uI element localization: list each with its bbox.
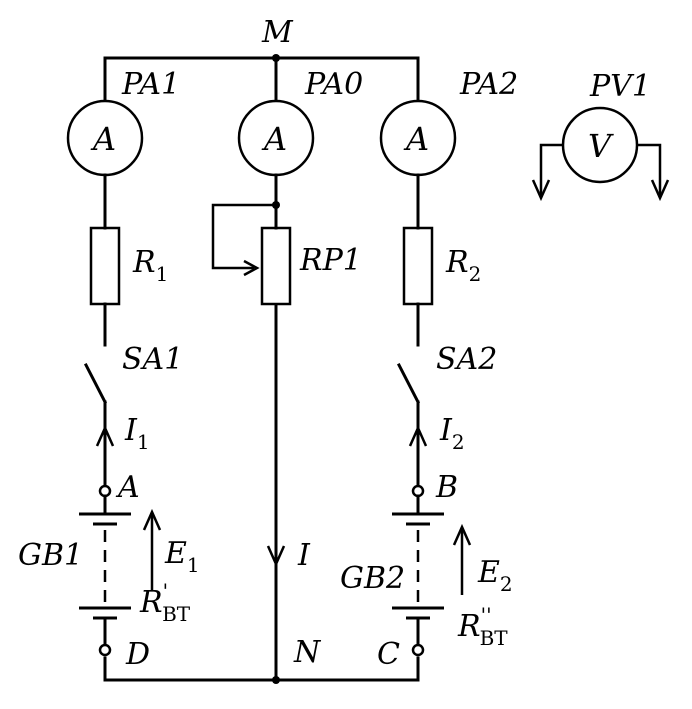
arrow-i1 (95, 424, 115, 447)
top-bus (103, 54, 420, 102)
ammeter-pa1-label: PA1 (121, 67, 180, 102)
emf-e2-label: E2 (477, 555, 513, 596)
rint-1-label: R'ВТ (139, 579, 191, 626)
ammeter-pa0: A (237, 99, 315, 177)
resistor-r1 (89, 226, 121, 306)
node-c-label: C (377, 637, 400, 672)
rheostat-rp1 (260, 226, 292, 306)
switch-sa2-label: SA2 (436, 342, 497, 377)
ammeter-pa1-symbol: A (90, 120, 116, 158)
ammeter-pa0-label: PA0 (304, 67, 363, 102)
switch-sa1-label: SA1 (122, 342, 183, 377)
battery-gb1-label: GB1 (18, 538, 83, 573)
current-i1-label: I1 (124, 413, 150, 454)
voltmeter-pv1-symbol: V (588, 127, 614, 165)
rint-2-label: R''ВТ (457, 603, 508, 650)
arrow-i2 (408, 424, 428, 447)
voltmeter-lead-right (637, 143, 662, 196)
current-i-label: I (297, 538, 311, 573)
resistor-r2-label: R2 (445, 245, 481, 286)
current-i2-label: I2 (439, 413, 465, 454)
node-a-label: A (115, 470, 140, 505)
emf-e1-label: E1 (164, 536, 200, 577)
terminal-d (98, 643, 112, 657)
rheostat-rp1-label: RP1 (299, 243, 362, 278)
rheostat-wiper (211, 203, 276, 270)
voltmeter-lead-left (539, 143, 563, 196)
arrow-i (266, 545, 286, 568)
node-d-label: D (125, 637, 150, 672)
bottom-bus (103, 303, 420, 684)
node-b-label: B (435, 470, 458, 505)
voltmeter-pv1: V (531, 106, 670, 202)
ammeter-pa2: A (379, 99, 457, 177)
ammeter-pa0-symbol: A (261, 120, 287, 158)
switch-sa2 (396, 362, 421, 405)
battery-gb2-label: GB2 (340, 561, 405, 596)
voltmeter-pv1-label: PV1 (589, 69, 651, 104)
switch-sa1 (83, 362, 108, 405)
resistor-r1-label: R1 (132, 245, 168, 286)
terminal-c (411, 643, 425, 657)
node-m-label: M (261, 15, 294, 50)
ammeter-pa1: A (66, 99, 144, 177)
ammeter-pa2-symbol: A (403, 120, 429, 158)
ammeter-pa2-label: PA2 (459, 67, 518, 102)
resistor-r2 (402, 226, 434, 306)
node-n-label: N (293, 635, 322, 670)
